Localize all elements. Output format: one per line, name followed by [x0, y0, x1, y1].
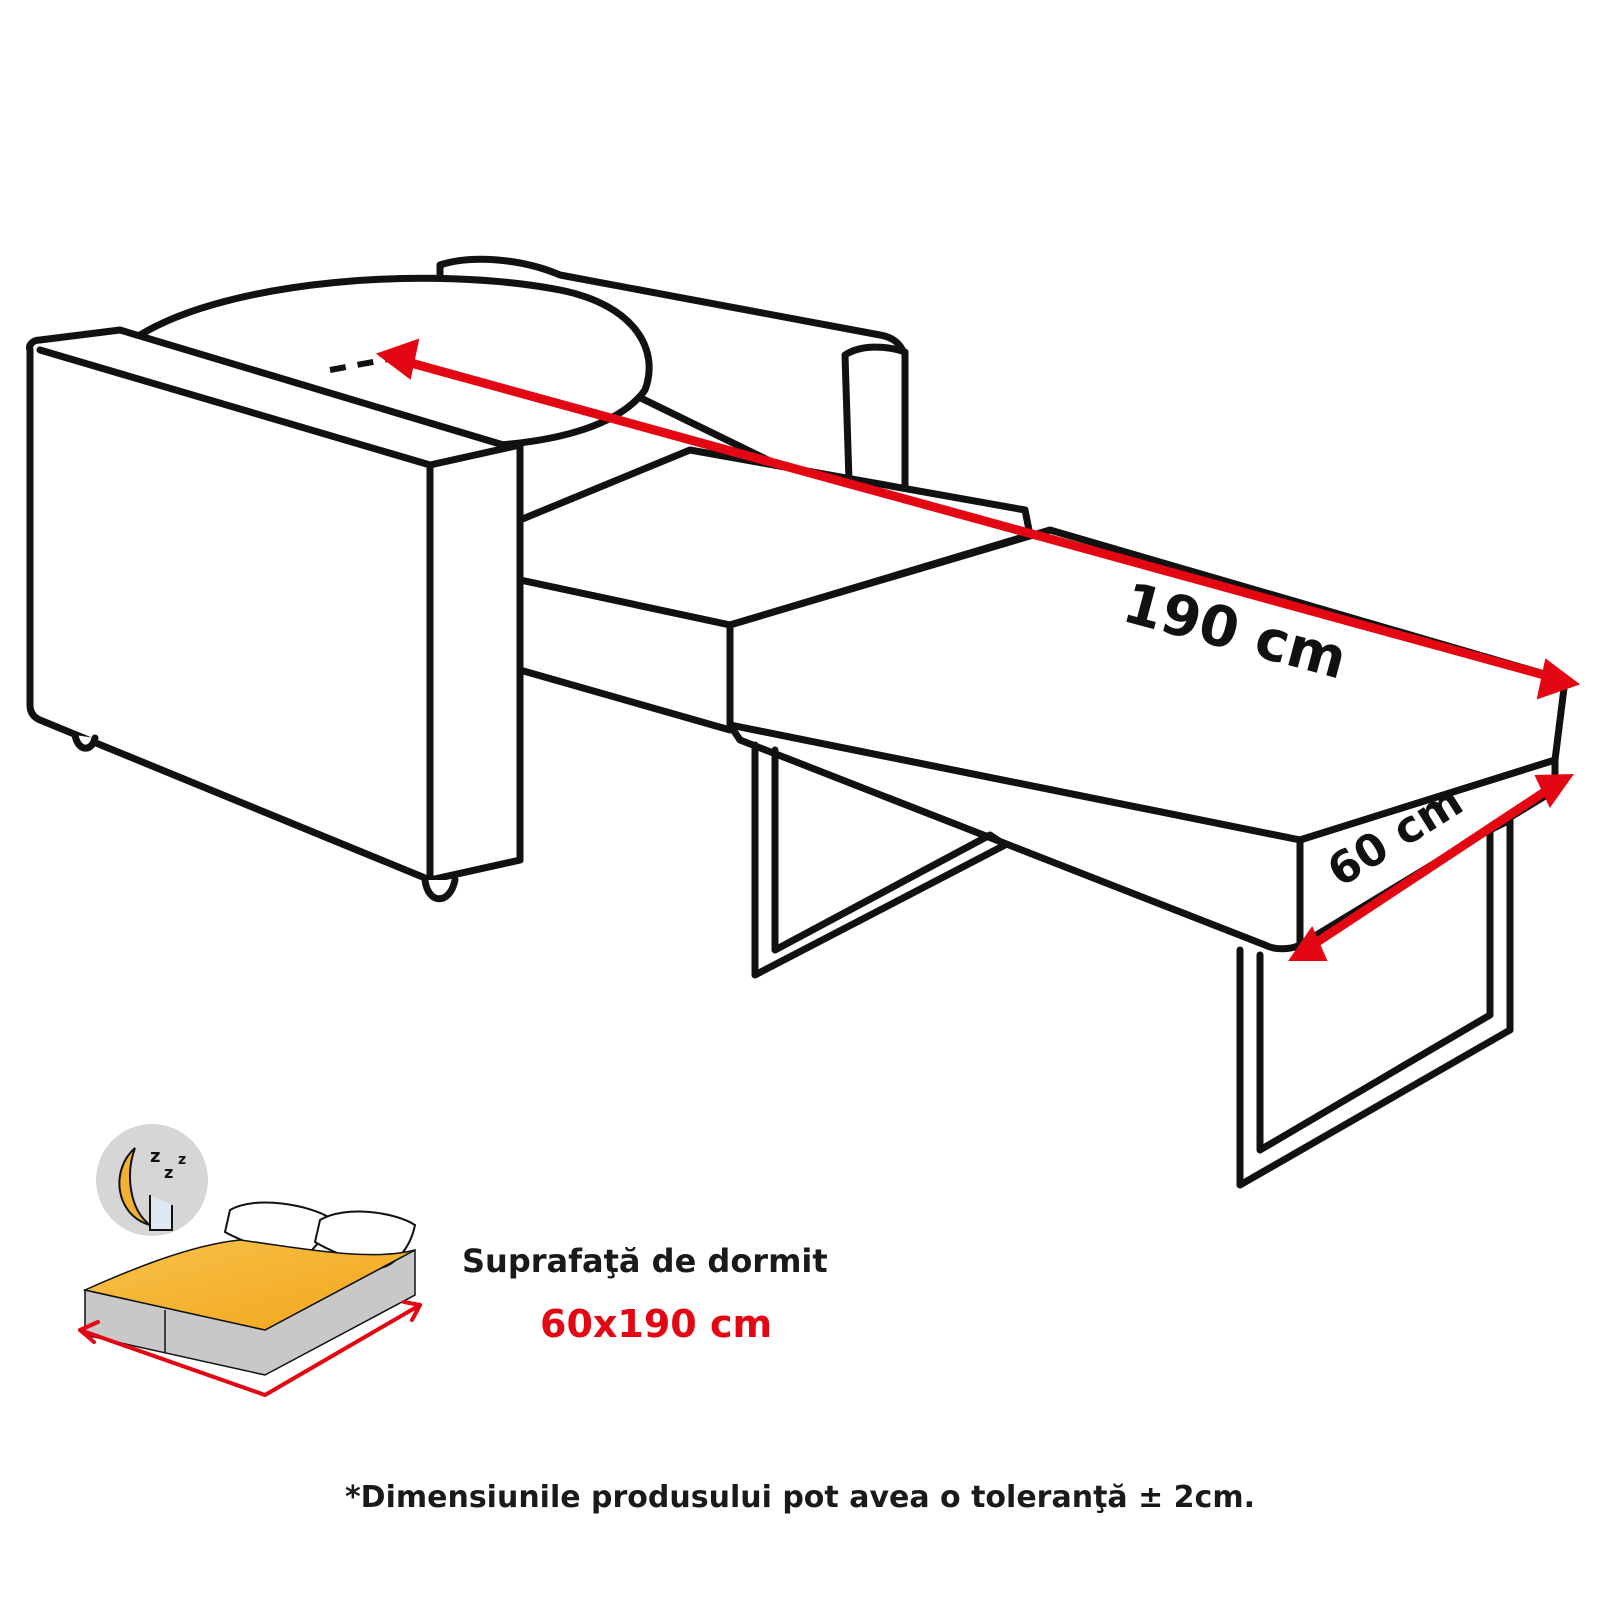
svg-text:z: z [178, 1152, 186, 1168]
sofa-left-armrest-front [426, 441, 524, 884]
sofa-foot [421, 876, 459, 903]
sleeping-surface-title: Suprafaţă de dormit [462, 1242, 828, 1280]
width-arrow [1288, 773, 1574, 961]
bed-leg-left [751, 741, 1009, 979]
sofa-bed-line-drawing [26, 255, 1569, 1189]
bed-icon [78, 1201, 422, 1398]
svg-text:z: z [164, 1163, 173, 1182]
length-arrow [375, 338, 1581, 700]
moon-sleep-icon: z z z [96, 1124, 208, 1236]
sleeping-surface-size: 60x190 cm [540, 1302, 773, 1346]
tolerance-footnote: *Dimensiunile produsului pot avea o tole… [344, 1480, 1255, 1515]
sofa-foot-back [71, 731, 99, 752]
svg-text:z: z [150, 1146, 160, 1167]
